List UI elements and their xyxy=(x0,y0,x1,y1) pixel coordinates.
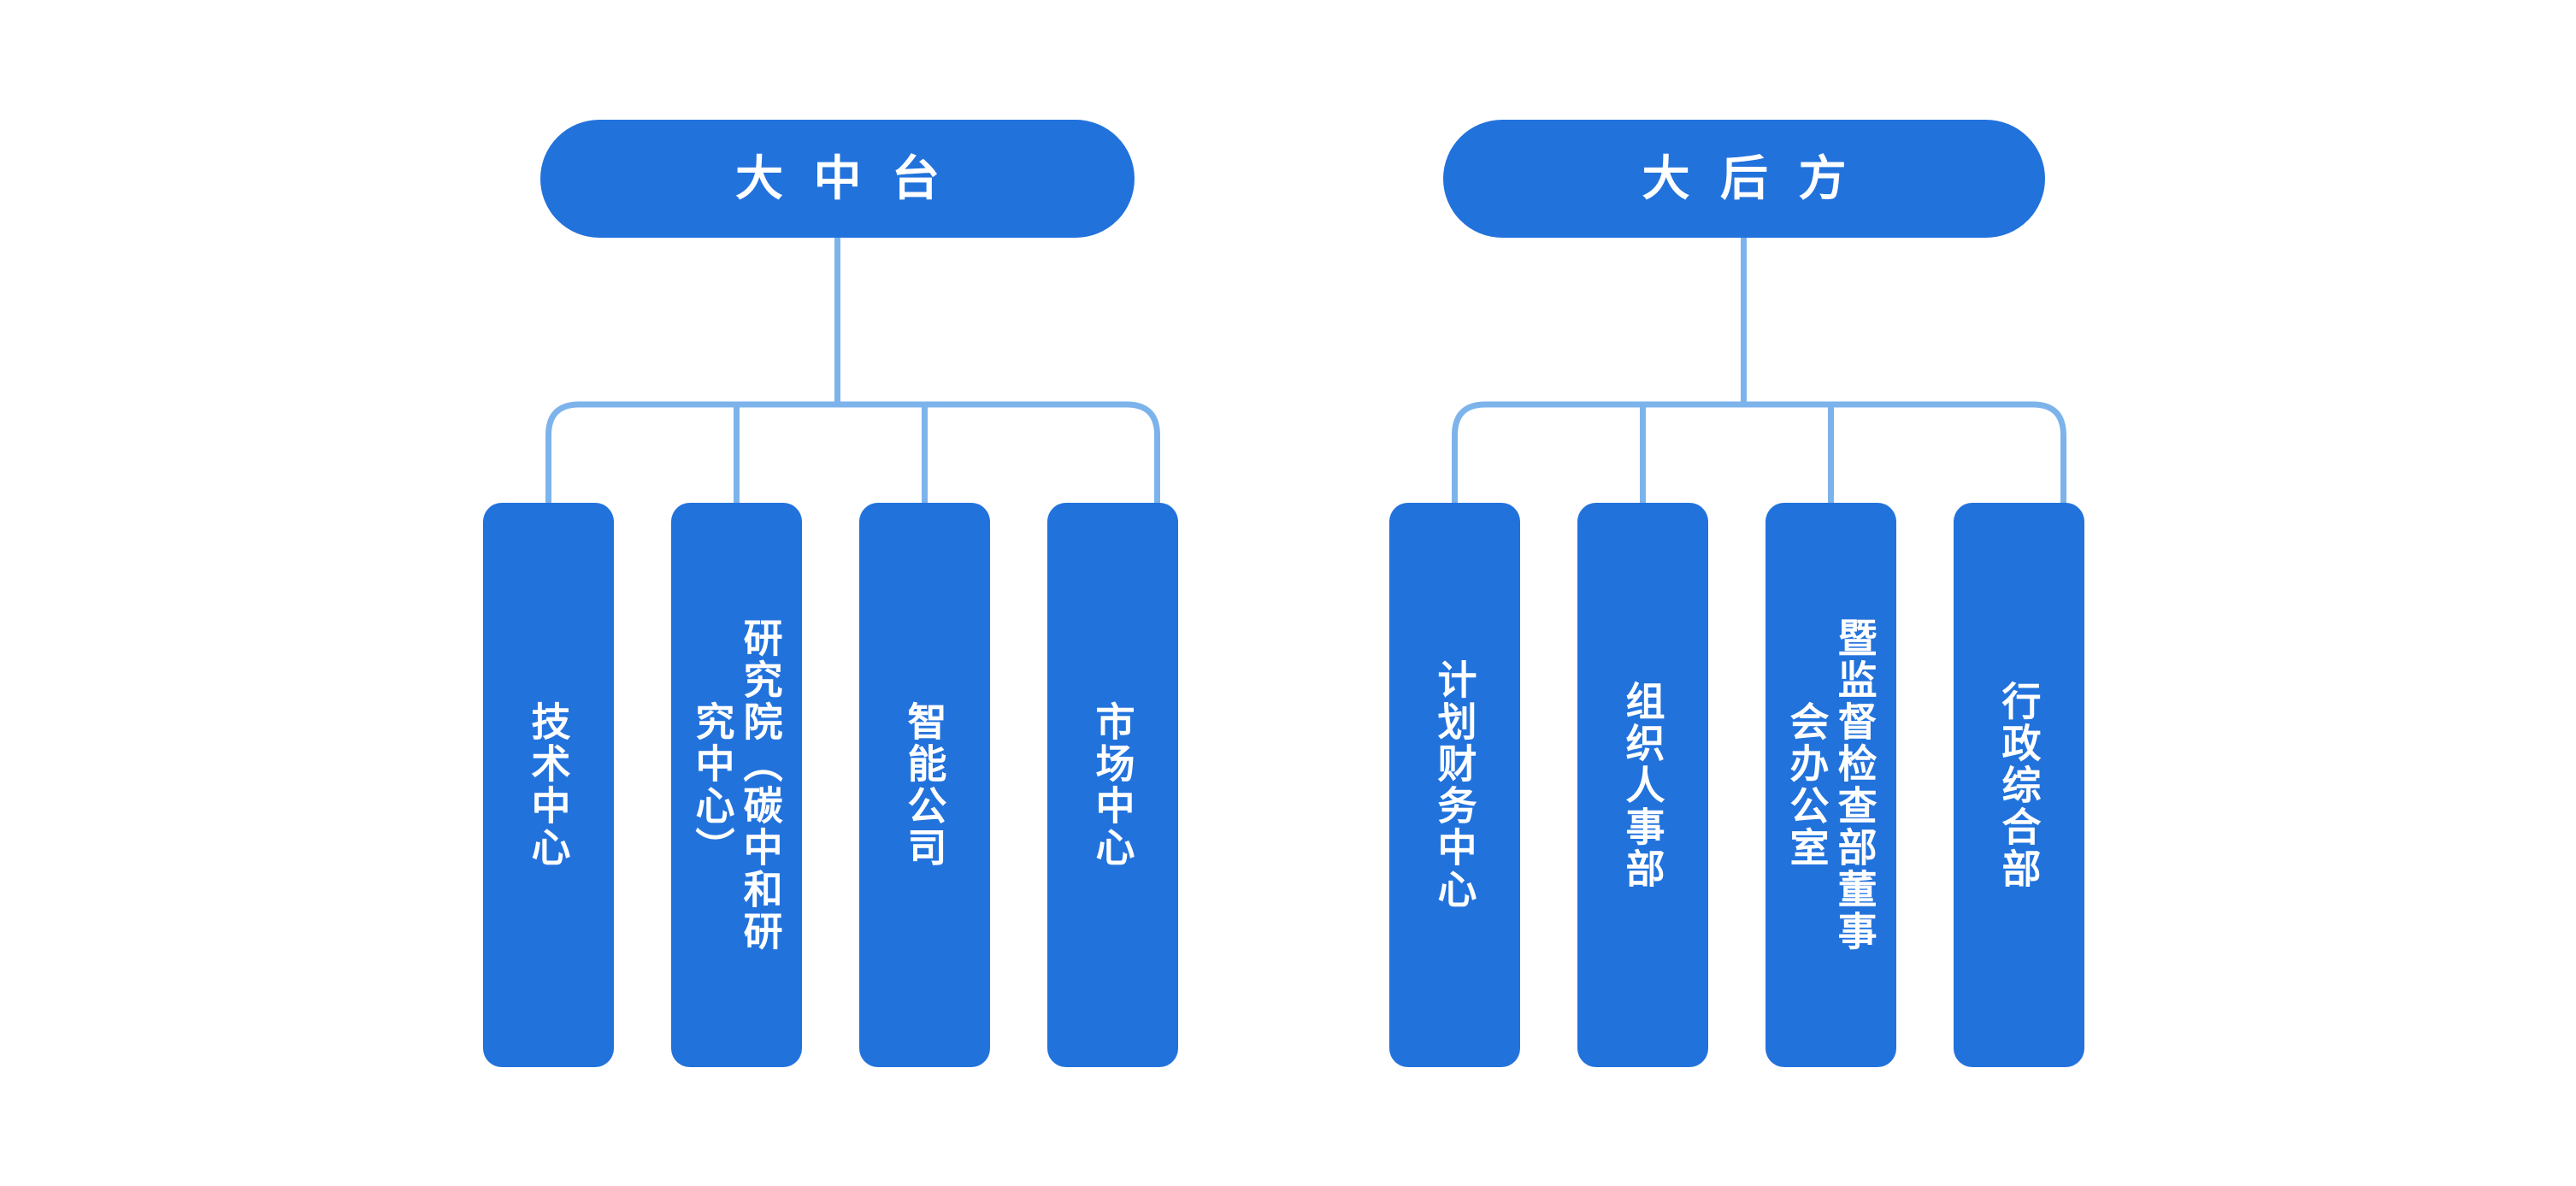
node-label: 暨监督检查部董事会办公室 xyxy=(1784,617,1877,953)
node-label: 行政综合部 xyxy=(1996,680,2042,890)
org-group-zhongtai: 大 中 台 技术中心 研究院（碳中和研究中心） 智能公司 市场中心 xyxy=(479,0,1257,1186)
group-header-zhongtai[interactable]: 大 中 台 xyxy=(540,120,1135,238)
leaf-row-houfang: 计划财务中心 组织人事部 暨监督检查部董事会办公室 行政综合部 xyxy=(1385,503,2163,1069)
node-label: 组织人事部 xyxy=(1620,680,1665,890)
node-supervision-department[interactable]: 暨监督检查部董事会办公室 xyxy=(1765,503,1896,1067)
connector-bar xyxy=(545,401,1160,503)
org-group-houfang: 大 后 方 计划财务中心 组织人事部 暨监督检查部董事会办公室 行政综合部 xyxy=(1385,0,2163,1186)
node-label: 市场中心 xyxy=(1090,701,1135,869)
node-market-center[interactable]: 市场中心 xyxy=(1047,503,1178,1067)
node-finance-center[interactable]: 计划财务中心 xyxy=(1389,503,1520,1067)
node-research-institute[interactable]: 研究院（碳中和研究中心） xyxy=(671,503,802,1067)
node-label: 技术中心 xyxy=(526,701,571,869)
group-header-houfang[interactable]: 大 后 方 xyxy=(1443,120,2045,238)
node-tech-center[interactable]: 技术中心 xyxy=(483,503,614,1067)
group-header-label: 大 后 方 xyxy=(1642,151,1855,205)
node-label: 智能公司 xyxy=(902,701,947,869)
node-label: 研究院（碳中和研究中心） xyxy=(690,617,783,953)
node-label: 计划财务中心 xyxy=(1432,659,1477,911)
node-smart-company[interactable]: 智能公司 xyxy=(859,503,990,1067)
connector-bar xyxy=(1452,401,2066,503)
leaf-row-zhongtai: 技术中心 研究院（碳中和研究中心） 智能公司 市场中心 xyxy=(479,503,1257,1069)
group-header-label: 大 中 台 xyxy=(734,151,949,205)
node-admin-department[interactable]: 行政综合部 xyxy=(1954,503,2084,1067)
node-hr-department[interactable]: 组织人事部 xyxy=(1577,503,1708,1067)
